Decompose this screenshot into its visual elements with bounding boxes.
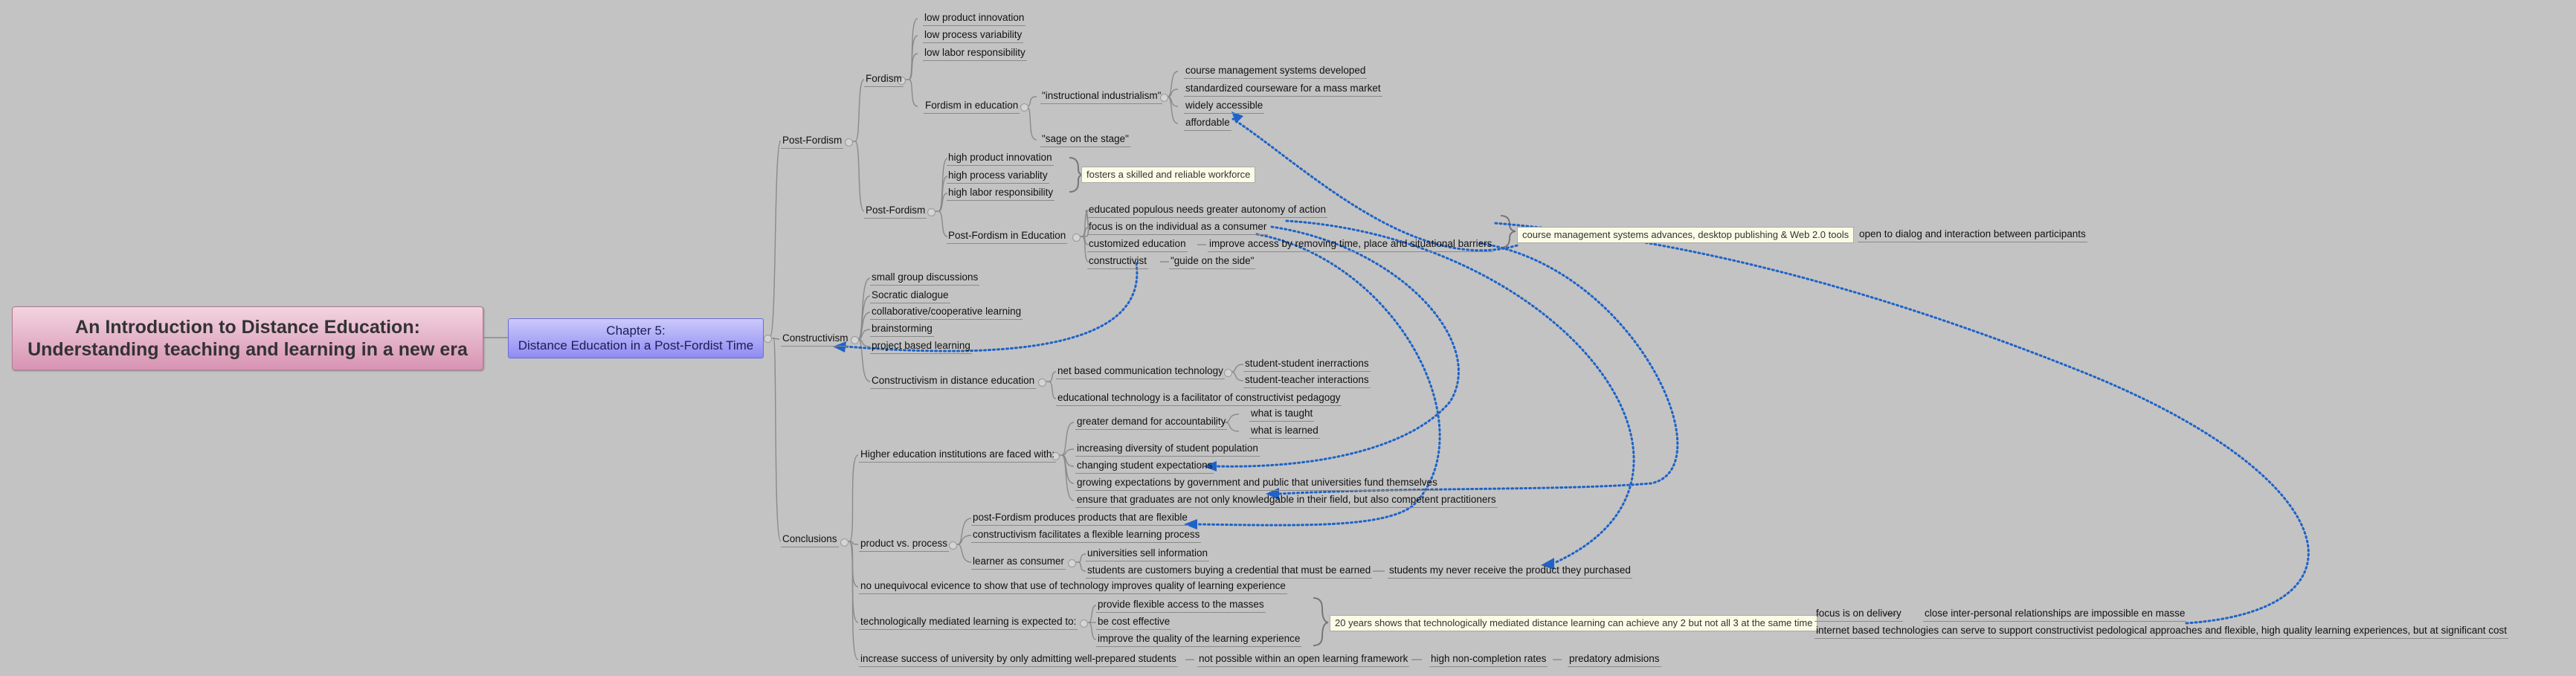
topic-product-vs-process[interactable]: product vs. process — [858, 538, 950, 552]
chapter-topic-line1: Chapter 5: — [606, 323, 666, 338]
collapse-dot[interactable] — [1020, 103, 1028, 112]
topic-focus-individual[interactable]: focus is on the individual as a consumer — [1086, 221, 1269, 235]
topic-univ-sell[interactable]: universities sell information — [1085, 547, 1210, 561]
topic-educated-populous[interactable]: educated populous needs greater autonomy… — [1087, 204, 1327, 218]
collapse-dot[interactable] — [764, 335, 772, 343]
topic-internet-based[interactable]: internet based technologies can serve to… — [1814, 625, 2509, 639]
topic-net-based[interactable]: net based communication technology — [1056, 365, 1225, 379]
topic-guide-on-side[interactable]: "guide on the side" — [1168, 255, 1256, 269]
chapter-topic-line2: Distance Education in a Post-Fordist Tim… — [518, 338, 754, 353]
topic-student-teacher[interactable]: student-teacher interactions — [1243, 374, 1371, 388]
note-cms-advances[interactable]: course management systems advances, desk… — [1517, 227, 1855, 243]
topic-constructivism[interactable]: Constructivism — [781, 332, 850, 347]
chapter-topic[interactable]: Chapter 5: Distance Education in a Post-… — [508, 318, 764, 358]
topic-instructional-industrialism[interactable]: "instructional industrialism" — [1040, 90, 1163, 104]
collapse-dot[interactable] — [927, 208, 936, 216]
topic-pf-high-labor[interactable]: high labor responsibility — [946, 187, 1055, 201]
topic-fordism-low-process[interactable]: low process variability — [922, 29, 1024, 43]
topic-course-management[interactable]: course management systems developed — [1183, 65, 1368, 79]
topic-post-fordism-sub[interactable]: Post-Fordism — [863, 205, 927, 219]
topic-sage-on-stage[interactable]: "sage on the stage" — [1040, 133, 1130, 147]
topic-high-noncompletion[interactable]: high non-completion rates — [1429, 653, 1548, 667]
topic-no-unequivocal[interactable]: no unequivocal evicence to show that use… — [859, 580, 1287, 594]
topic-cost-effective[interactable]: be cost effective — [1095, 616, 1172, 630]
topic-changing-expectations[interactable]: changing student expectations — [1075, 460, 1214, 474]
topic-increasing-diversity[interactable]: increasing diversity of student populati… — [1075, 442, 1260, 457]
topic-never-receive[interactable]: students my never receive the product th… — [1388, 564, 1632, 579]
collapse-dot[interactable] — [1038, 379, 1046, 387]
collapse-dot[interactable] — [1052, 452, 1060, 460]
topic-tech-mediated[interactable]: technologically mediated learning is exp… — [858, 616, 1078, 630]
topic-pf-in-education[interactable]: Post-Fordism in Education — [946, 230, 1068, 244]
collapse-dot[interactable] — [898, 77, 906, 85]
topic-higher-ed[interactable]: Higher education institutions are faced … — [858, 448, 1057, 463]
topic-students-customers[interactable]: students are customers buying a credenti… — [1085, 564, 1373, 579]
topic-improve-access[interactable]: improve access by removing time, place a… — [1207, 238, 1494, 252]
topic-conclusions[interactable]: Conclusions — [781, 533, 839, 547]
topic-provide-flexible[interactable]: provide flexible access to the masses — [1096, 599, 1266, 613]
topic-growing-expectations[interactable]: growing expectations by government and p… — [1075, 477, 1439, 491]
collapse-dot[interactable] — [851, 336, 859, 344]
topic-collaborative[interactable]: collaborative/cooperative learning — [869, 306, 1023, 320]
topic-improve-quality[interactable]: improve the quality of the learning expe… — [1095, 633, 1302, 647]
topic-greater-demand[interactable]: greater demand for accountability — [1075, 416, 1228, 430]
topic-close-interpersonal[interactable]: close inter-personal relationships are i… — [1922, 608, 2187, 622]
collapse-dot[interactable] — [1215, 419, 1223, 428]
topic-what-learned[interactable]: what is learned — [1249, 425, 1320, 439]
collapse-dot[interactable] — [1068, 559, 1076, 567]
topic-widely-accessible[interactable]: widely accessible — [1183, 100, 1265, 114]
topic-customized-education[interactable]: customized education — [1087, 238, 1188, 252]
topic-predatory[interactable]: predatory admisions — [1568, 653, 1661, 667]
central-topic-line1: An Introduction to Distance Education: — [75, 317, 420, 338]
topic-project-based[interactable]: project based learning — [870, 340, 972, 354]
collapse-dot[interactable] — [1224, 369, 1232, 377]
collapse-dot[interactable] — [845, 138, 853, 147]
note-twenty-years[interactable]: 20 years shows that technologically medi… — [1330, 615, 1818, 631]
topic-fordism-low-product[interactable]: low product innovation — [922, 12, 1026, 26]
topic-const-flexible[interactable]: constructivism facilitates a flexible le… — [970, 529, 1202, 543]
collapse-dot[interactable] — [1080, 619, 1088, 628]
central-topic-line2: Understanding teaching and learning in a… — [28, 339, 468, 360]
topic-affordable[interactable]: affordable — [1184, 117, 1231, 131]
topic-post-fordism[interactable]: Post-Fordism — [780, 135, 844, 149]
topic-fordism-low-labor[interactable]: low labor responsibility — [923, 47, 1027, 61]
topic-fordism-in-education[interactable]: Fordism in education — [923, 100, 1020, 114]
collapse-dot[interactable] — [840, 538, 849, 547]
topic-pf-high-product[interactable]: high product innovation — [947, 152, 1054, 166]
note-skilled-workforce[interactable]: fosters a skilled and reliable workforce — [1081, 167, 1256, 183]
topic-constructivist[interactable]: constructivist — [1086, 255, 1149, 269]
topic-not-possible[interactable]: not possible within an open learning fra… — [1197, 653, 1410, 667]
topic-pf-high-process[interactable]: high process variablity — [947, 170, 1049, 184]
topic-brainstorming[interactable]: brainstorming — [870, 323, 934, 337]
collapse-dot[interactable] — [1072, 234, 1081, 242]
topic-increase-success[interactable]: increase success of university by only a… — [859, 653, 1178, 667]
topic-ensure-graduates[interactable]: ensure that graduates are not only knowl… — [1075, 494, 1498, 508]
topic-socratic[interactable]: Socratic dialogue — [870, 289, 950, 303]
collapse-dot[interactable] — [1160, 94, 1168, 102]
topic-focus-delivery[interactable]: focus is on delivery — [1815, 608, 1903, 622]
topic-fordism[interactable]: Fordism — [864, 73, 904, 87]
topic-learner-consumer[interactable]: learner as consumer — [970, 556, 1066, 570]
collapse-dot[interactable] — [949, 541, 957, 550]
topic-standardized-courseware[interactable]: standardized courseware for a mass marke… — [1184, 83, 1382, 97]
topic-student-student[interactable]: student-student inerractions — [1243, 358, 1371, 372]
topic-what-taught[interactable]: what is taught — [1249, 408, 1315, 422]
topic-open-dialog[interactable]: open to dialog and interaction between p… — [1858, 228, 2087, 242]
topic-ed-tech-facilitator[interactable]: educational technology is a facilitator … — [1055, 392, 1342, 406]
central-topic[interactable]: An Introduction to Distance Education: U… — [12, 306, 483, 370]
topic-const-in-education[interactable]: Constructivism in distance education — [869, 375, 1037, 389]
topic-small-group[interactable]: small group discussions — [869, 271, 980, 286]
topic-pf-flexible[interactable]: post-Fordism produces products that are … — [971, 512, 1189, 526]
